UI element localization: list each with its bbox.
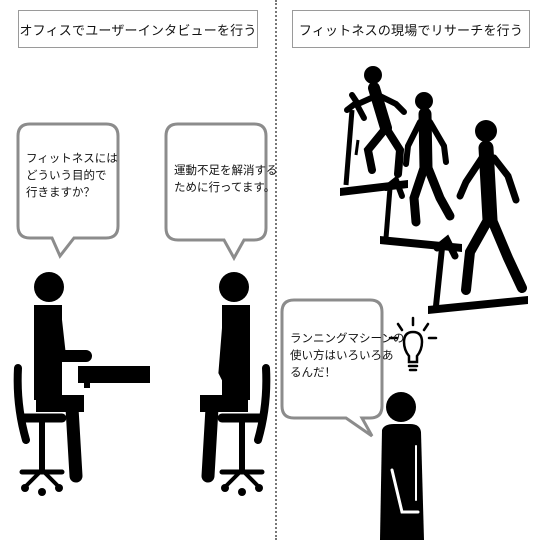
- interviewer-question-text: フィットネスには どういう目的で 行きますか？: [26, 151, 118, 199]
- user-figure: [200, 272, 271, 496]
- runner-figure-1: [349, 66, 407, 178]
- researcher-comment-text: ランニングマシーンの 使い方はいろいろあ るんだ！: [290, 331, 405, 379]
- runner-figure-3: [456, 120, 527, 295]
- desk: [78, 366, 150, 388]
- treadmill-icon-3: [428, 234, 528, 314]
- interviewer-figure: [13, 272, 92, 496]
- lightbulb-icon: [388, 316, 438, 372]
- left-panel-title: オフィスでユーザーインタビューを行う: [18, 10, 258, 48]
- interviewer-speech-bubble: [16, 122, 120, 259]
- runner-figure-2: [403, 92, 455, 227]
- researcher-speech-bubble: [280, 298, 384, 438]
- researcher-figure: [380, 392, 424, 540]
- user-speech-bubble: [164, 122, 268, 262]
- right-panel-title: フィットネスの現場でリサーチを行う: [292, 10, 530, 48]
- panel-divider: [275, 0, 277, 540]
- user-answer-text: 運動不足を解消する ために行ってます。: [174, 163, 278, 194]
